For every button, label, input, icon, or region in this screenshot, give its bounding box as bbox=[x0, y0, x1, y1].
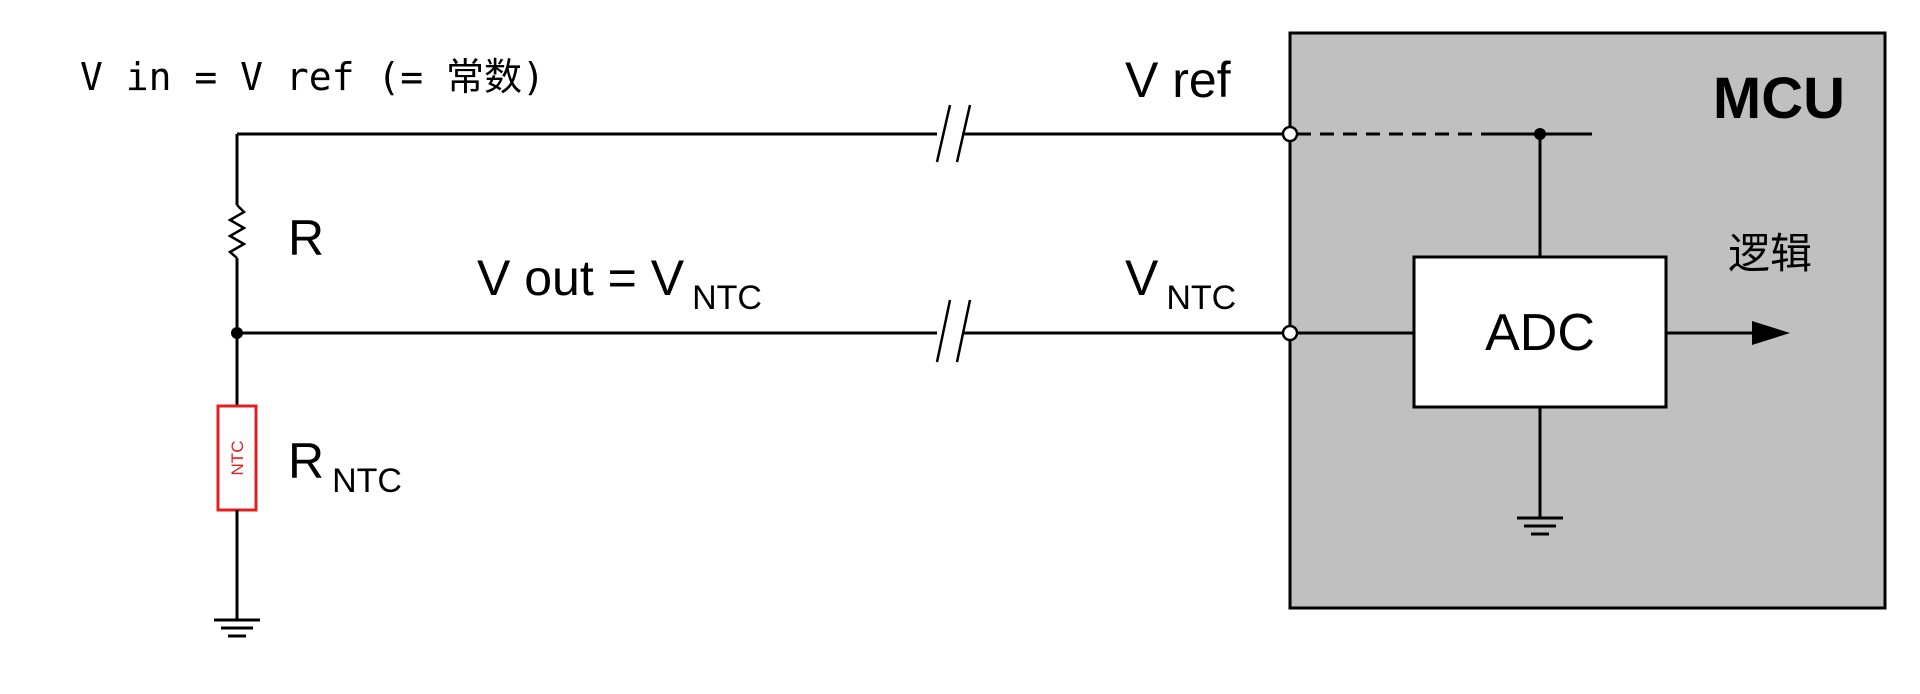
vout-wire bbox=[237, 299, 1284, 363]
vntc-pin-terminal bbox=[1281, 324, 1299, 342]
vout-label-main: V out = V bbox=[477, 250, 685, 306]
left-ground-icon bbox=[214, 618, 260, 638]
mcu-label: MCU bbox=[1713, 66, 1845, 131]
resistor-r-symbol bbox=[227, 204, 247, 259]
ntc-thermistor-symbol bbox=[216, 404, 258, 512]
vntc-pin-label-sub: NTC bbox=[1166, 279, 1236, 317]
vref-wire bbox=[237, 104, 1284, 163]
ntc-symbol-text: NTC bbox=[228, 441, 247, 476]
ntc-label-sub: NTC bbox=[332, 462, 402, 500]
vout-label-sub: NTC bbox=[692, 279, 762, 317]
vref-pin-label: V ref bbox=[1125, 52, 1231, 108]
resistor-r-label: R bbox=[288, 210, 324, 266]
adc-label: ADC bbox=[1485, 304, 1595, 362]
adc-ground-icon bbox=[1517, 516, 1563, 536]
vin-formula: V in = V ref (= 常数) bbox=[80, 55, 545, 99]
logic-output-label: 逻辑 bbox=[1728, 229, 1812, 278]
ntc-label-main: R bbox=[288, 433, 324, 489]
vntc-pin-label-main: V bbox=[1125, 250, 1159, 306]
adc-output-arrowhead bbox=[1752, 321, 1790, 345]
vref-pin-terminal bbox=[1281, 125, 1299, 143]
